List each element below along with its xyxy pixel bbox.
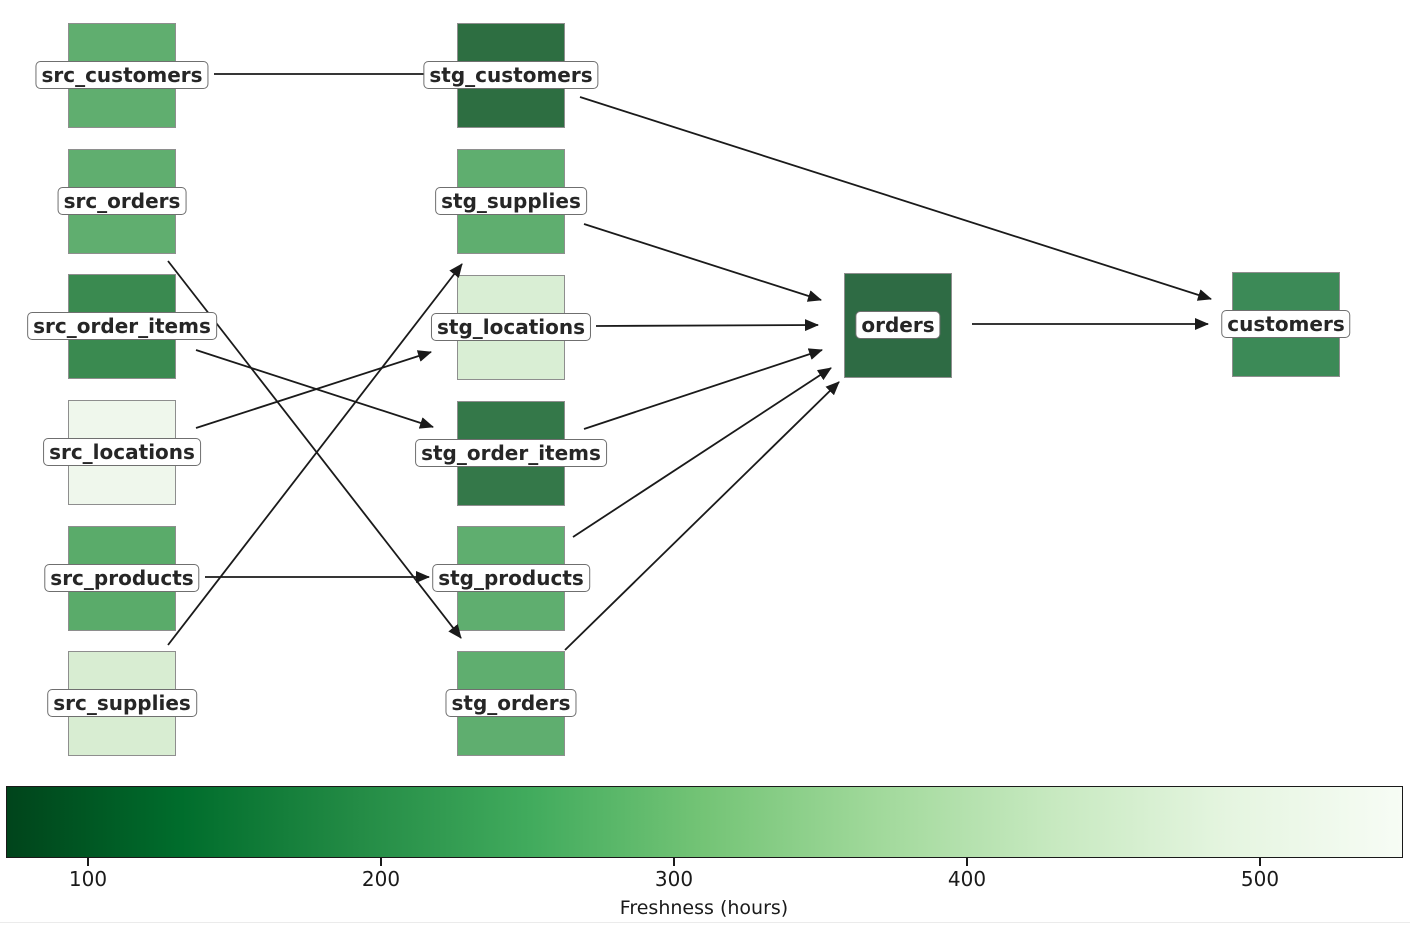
edge-src_supplies-to-stg_supplies — [167, 263, 463, 646]
edge-stg_products-to-orders — [572, 367, 832, 538]
edge-stg_orders-to-orders — [564, 381, 840, 651]
colorbar-tick-200 — [380, 858, 382, 866]
edge-stg_order_items-to-orders — [583, 348, 823, 430]
colorbar-axis-label: Freshness (hours) — [619, 897, 789, 919]
colorbar-gradient — [6, 786, 1403, 858]
colorbar-tick-300 — [673, 858, 675, 866]
colorbar-tick-label-300: 300 — [654, 867, 694, 891]
edge-stg_customers-to-customers — [579, 96, 1212, 301]
colorbar-tick-label-400: 400 — [947, 867, 987, 891]
colorbar-tick-label-200: 200 — [361, 867, 401, 891]
bottom-hairline — [0, 922, 1410, 923]
edge-stg_supplies-to-orders — [583, 223, 822, 302]
colorbar-tick-500 — [1259, 858, 1261, 866]
colorbar-tick-label-100: 100 — [68, 867, 108, 891]
colorbar-tick-400 — [966, 858, 968, 866]
edge-src_orders-to-stg_orders — [167, 260, 462, 639]
edge-src_order_items-to-stg_order_items — [195, 349, 434, 429]
edge-src_locations-to-stg_locations — [195, 350, 432, 429]
edge-stg_locations-to-orders — [595, 319, 819, 332]
colorbar-tick-100 — [87, 858, 89, 866]
colorbar-tick-label-500: 500 — [1240, 867, 1280, 891]
